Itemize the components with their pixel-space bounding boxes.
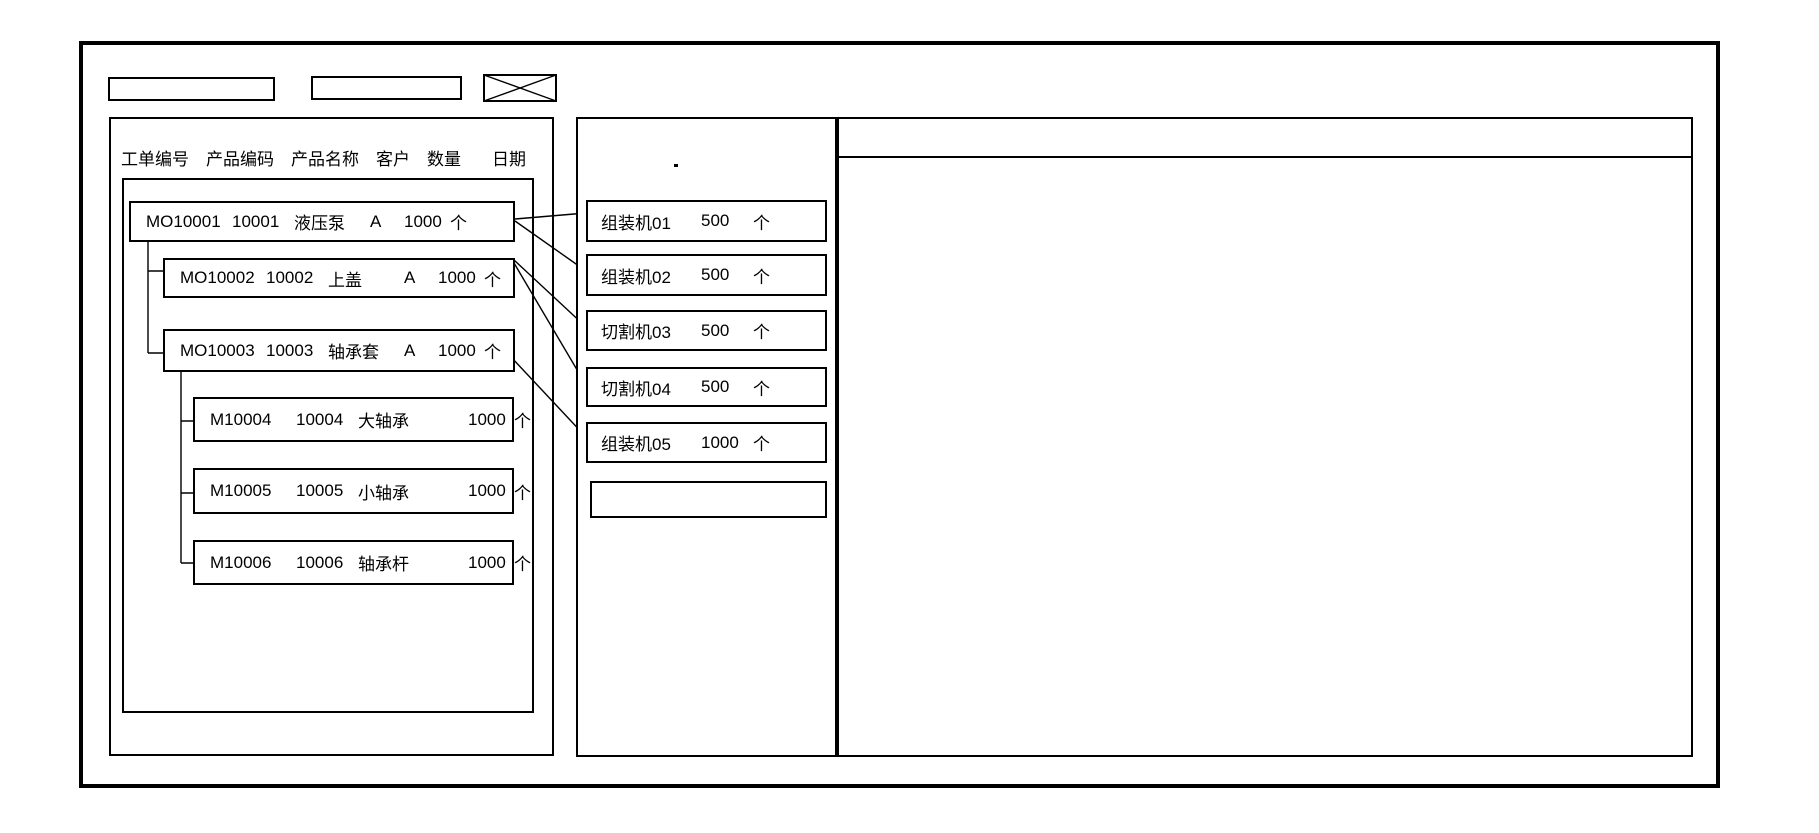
workcenter-qty: 1000 — [701, 432, 739, 452]
unit: 个 — [753, 379, 770, 399]
unit: 个 — [514, 412, 531, 431]
quantity: 1000 — [468, 481, 506, 500]
unit: 个 — [753, 213, 770, 233]
product-name: 轴承套 — [328, 343, 379, 362]
order-node-mo10001[interactable]: MO10001 10001 液压泵 A 1000 个 — [129, 201, 515, 242]
workcenter-item-1[interactable]: 组装机01 500 个 — [586, 200, 827, 242]
product-name: 上盖 — [328, 270, 362, 290]
product-code: 10005 — [296, 481, 344, 500]
column-header-qty: 数量 — [427, 149, 461, 169]
workcenter-item-5[interactable]: 组装机05 1000 个 — [586, 422, 827, 463]
unit: 个 — [484, 343, 501, 362]
schedule-panel — [837, 117, 1693, 757]
schedule-header-divider — [839, 156, 1691, 158]
column-header-product-name: 产品名称 — [291, 149, 359, 169]
customer: A — [370, 211, 382, 231]
close-button[interactable] — [483, 74, 557, 102]
unit: 个 — [514, 555, 531, 574]
product-code: 10003 — [266, 340, 314, 360]
workcenter-name: 组装机05 — [601, 435, 671, 454]
unit: 个 — [450, 214, 467, 233]
stray-dot — [674, 164, 678, 167]
app-window — [79, 41, 1720, 788]
column-header-order-no: 工单编号 — [121, 149, 189, 169]
order-no: MO10003 — [180, 340, 255, 360]
order-node-mo10003[interactable]: MO10003 10003 轴承套 A 1000 个 — [163, 329, 515, 372]
customer: A — [404, 268, 416, 287]
workcenter-item-4[interactable]: 切割机04 500 个 — [586, 367, 827, 407]
order-no: M10006 — [210, 552, 272, 572]
toolbar-input-1[interactable] — [108, 77, 275, 101]
quantity: 1000 — [438, 268, 476, 287]
product-code: 10002 — [266, 268, 314, 287]
product-code: 10004 — [296, 409, 344, 429]
workcenter-qty: 500 — [701, 377, 730, 396]
quantity: 1000 — [468, 552, 506, 572]
unit: 个 — [753, 267, 770, 287]
workcenter-item-2[interactable]: 组装机02 500 个 — [586, 254, 827, 296]
quantity: 1000 — [404, 211, 442, 231]
workcenter-item-empty[interactable] — [590, 481, 827, 518]
workcenter-qty: 500 — [701, 320, 730, 340]
column-header-date: 日期 — [492, 149, 526, 169]
quantity: 1000 — [438, 340, 476, 360]
workcenter-qty: 500 — [701, 211, 730, 230]
order-node-mo10002[interactable]: MO10002 10002 上盖 A 1000 个 — [163, 258, 515, 298]
order-no: MO10002 — [180, 268, 255, 287]
product-name: 液压泵 — [294, 214, 345, 233]
workcenter-name: 组装机02 — [601, 267, 671, 287]
order-node-m10006[interactable]: M10006 10006 轴承杆 1000 个 — [193, 540, 531, 585]
order-no: M10004 — [210, 409, 272, 429]
product-code: 10006 — [296, 552, 344, 572]
unit: 个 — [514, 483, 531, 503]
quantity: 1000 — [468, 409, 506, 429]
order-node-m10004[interactable]: M10004 10004 大轴承 1000 个 — [193, 397, 531, 442]
unit: 个 — [753, 323, 770, 342]
workcenter-name: 切割机03 — [601, 323, 671, 342]
orders-column-header: 工单编号 产品编码 产品名称 客户 数量 日期 — [121, 146, 526, 169]
workcenter-item-3[interactable]: 切割机03 500 个 — [586, 310, 827, 351]
order-no: MO10001 — [146, 211, 221, 231]
unit: 个 — [484, 270, 501, 290]
product-name: 小轴承 — [358, 483, 409, 503]
workcenter-name: 组装机01 — [601, 213, 671, 233]
close-icon — [483, 74, 557, 102]
workcenter-name: 切割机04 — [601, 379, 671, 399]
unit: 个 — [753, 435, 770, 454]
order-no: M10005 — [210, 481, 272, 500]
column-header-product-code: 产品编码 — [206, 149, 274, 169]
workcenter-qty: 500 — [701, 265, 730, 284]
product-name: 大轴承 — [358, 412, 409, 431]
toolbar-input-2[interactable] — [311, 76, 462, 100]
customer: A — [404, 340, 416, 360]
product-name: 轴承杆 — [358, 555, 409, 574]
product-code: 10001 — [232, 211, 280, 231]
column-header-customer: 客户 — [376, 149, 410, 169]
order-node-m10005[interactable]: M10005 10005 小轴承 1000 个 — [193, 468, 531, 514]
